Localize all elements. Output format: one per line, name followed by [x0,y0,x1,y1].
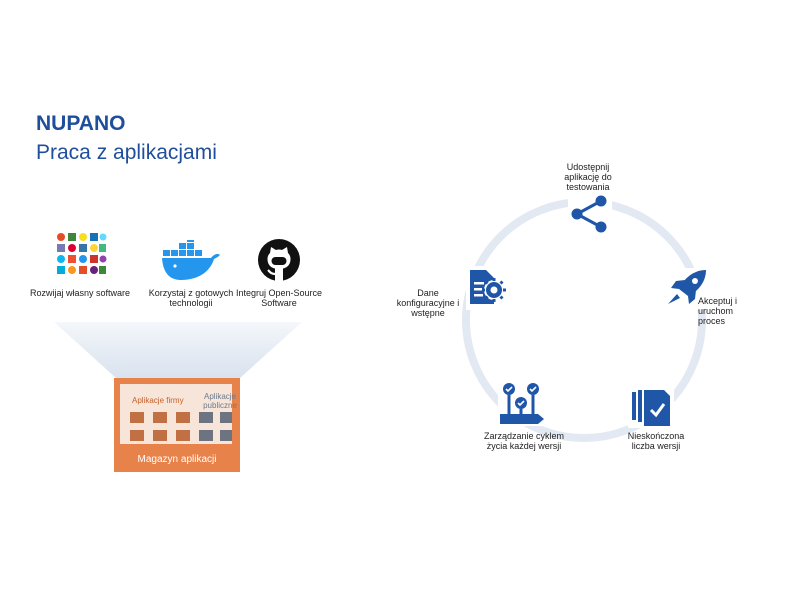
source-label-own-software: Rozwijaj własny software [29,288,131,298]
public-app-tile [220,412,232,423]
app-store-title: Magazyn aplikacji [137,454,217,465]
docker-whale-icon [162,240,220,280]
public-app-tile [199,430,213,441]
share-label: Udostępnij aplikację do testowania [564,162,612,192]
public-apps-label: Aplikacje publiczne [203,392,237,410]
company-apps-label: Aplikacje firmy [132,396,184,405]
page-subtitle: Praca z aplikacjami [36,141,217,164]
source-label-ready-tech: Korzystaj z gotowych technologii [148,288,234,308]
documents-check-icon [628,388,674,428]
versions-label: Nieskończona liczba wersji [627,431,685,451]
rocket-icon [664,268,710,310]
accept-label: Akceptuj i uruchom proces [698,296,738,326]
public-app-tile [220,430,232,441]
company-app-tile [153,412,167,423]
share-icon [568,192,612,236]
tech-logos-collage-icon [55,231,107,279]
lifecycle-label: Zarządzanie cyklem życia każdej wersji [483,431,565,451]
github-octocat-icon [258,239,300,281]
company-app-tile [176,430,190,441]
config-label: Dane konfiguracyjne i wstępne [396,288,460,318]
app-store-box: Aplikacje firmy Aplikacje publiczne Maga… [114,378,240,472]
funnel-graphic [54,322,302,378]
app-store-panel: Aplikacje firmy Aplikacje publiczne [120,384,237,444]
brand-title: NUPANO [36,112,126,135]
source-label-open-source: Integruj Open-Source Software [235,288,323,308]
public-app-tile [199,412,213,423]
company-app-tile [130,412,144,423]
lifecycle-checkmarks-icon [498,380,546,426]
config-document-gear-icon [466,266,508,310]
company-app-tile [176,412,190,423]
company-app-tile [153,430,167,441]
company-app-tile [130,430,144,441]
